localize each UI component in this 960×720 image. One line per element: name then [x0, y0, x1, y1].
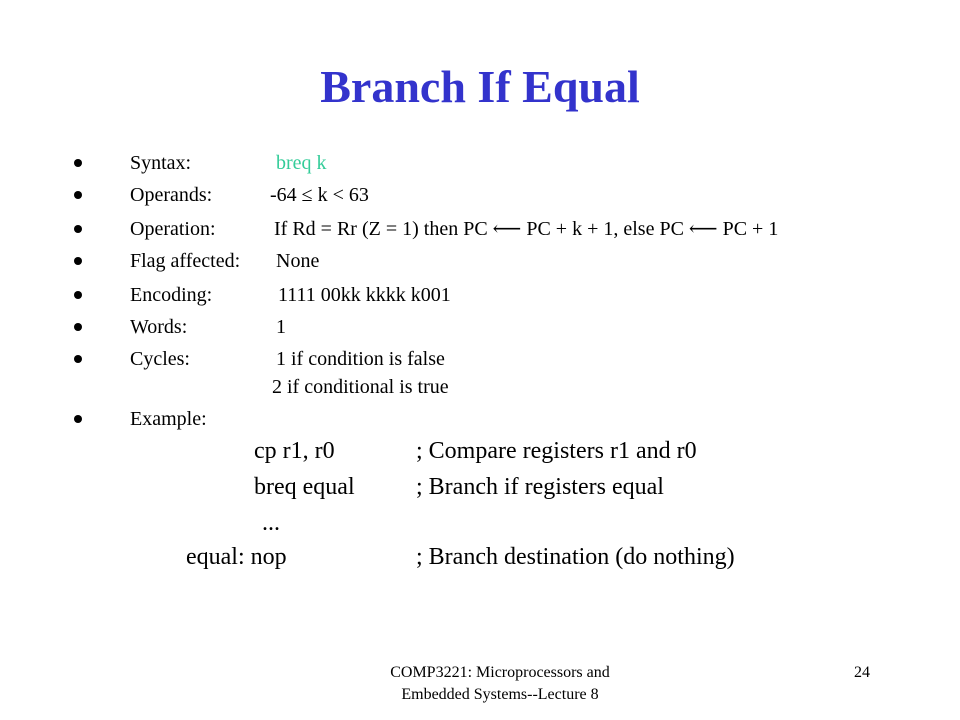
- example-comment-line-4: ; Branch destination (do nothing): [416, 544, 735, 570]
- page-number: 24: [854, 664, 870, 681]
- example-ellipsis: ...: [262, 510, 280, 536]
- operands-label: Operands:: [130, 184, 213, 206]
- bullet-dot: [74, 415, 82, 423]
- example-label: Example:: [130, 408, 207, 430]
- bullet-dot: [74, 191, 82, 199]
- bullet-dot: [74, 257, 82, 265]
- slide-footer: COMP3221: Microprocessors and Embedded S…: [300, 662, 700, 706]
- encoding-value: 1111 00kk kkkk k001: [278, 284, 451, 306]
- flag-value: None: [276, 250, 320, 272]
- operands-value: -64 ≤ k < 63: [270, 184, 369, 206]
- bullet-dot: [74, 355, 82, 363]
- syntax-label: Syntax:: [130, 152, 192, 174]
- footer-line-1: COMP3221: Microprocessors and: [390, 664, 610, 681]
- bullet-dot: [74, 159, 82, 167]
- bullet-dot: [74, 225, 82, 233]
- operation-label: Operation:: [130, 218, 216, 240]
- bullet-dot: [74, 291, 82, 299]
- example-comment-line-2: ; Branch if registers equal: [416, 474, 664, 500]
- example-comment-line-1: ; Compare registers r1 and r0: [416, 438, 697, 464]
- operation-value: If Rd = Rr (Z = 1) then PC ⟵ PC + k + 1,…: [274, 218, 779, 240]
- flag-label: Flag affected:: [130, 250, 241, 272]
- words-value: 1: [276, 316, 286, 338]
- syntax-value: breq k: [276, 152, 327, 174]
- words-label: Words:: [130, 316, 188, 338]
- bullet-dot: [74, 323, 82, 331]
- example-code-line-1: cp r1, r0: [254, 438, 335, 464]
- example-code-line-4: equal: nop: [186, 544, 287, 570]
- cycles-value-2: 2 if conditional is true: [272, 376, 449, 398]
- example-code-line-2: breq equal: [254, 474, 355, 500]
- encoding-label: Encoding:: [130, 284, 213, 306]
- footer-line-2: Embedded Systems--Lecture 8: [401, 686, 599, 703]
- cycles-label: Cycles:: [130, 348, 190, 370]
- cycles-value-1: 1 if condition is false: [276, 348, 445, 370]
- slide-title: Branch If Equal: [320, 61, 640, 112]
